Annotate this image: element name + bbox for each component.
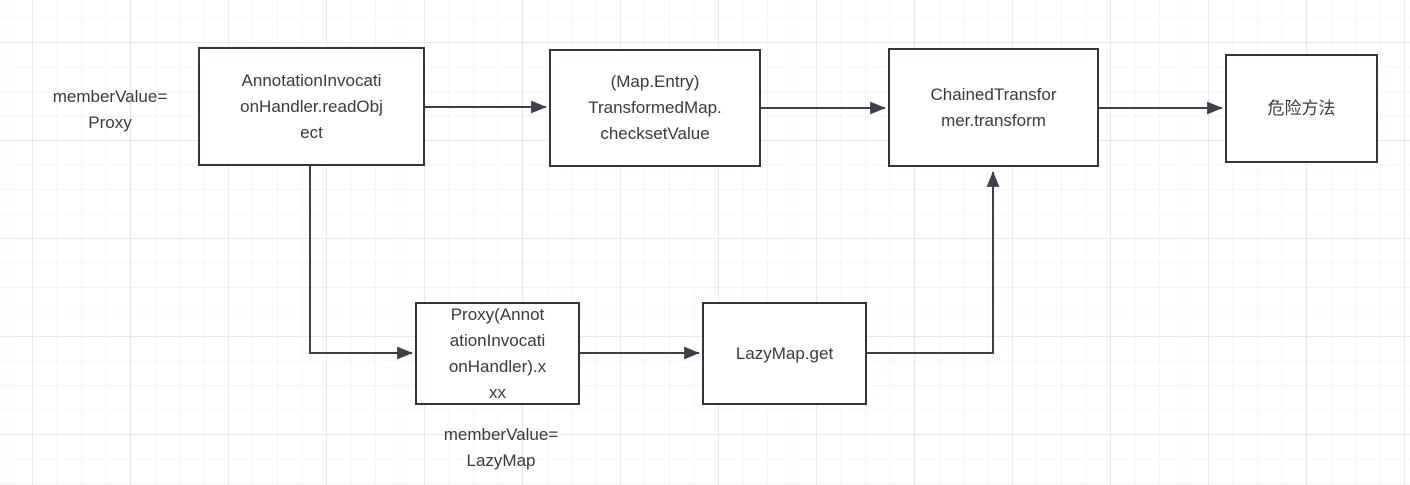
edge-readobject-to-proxy <box>309 166 413 360</box>
node-transformedmap-checksetvalue[interactable]: (Map.Entry) TransformedMap. checksetValu… <box>549 49 761 167</box>
label-membervalue-proxy: memberValue= Proxy <box>52 87 168 132</box>
node-proxy-annotationinvocationhandler-xxx[interactable]: Proxy(Annot ationInvocati onHandler).x x… <box>415 302 580 405</box>
node-chainedtransformer-transform[interactable]: ChainedTransfor mer.transform <box>888 48 1099 167</box>
edge-lazymap-to-transform <box>867 171 1000 354</box>
node-annotationinvocationhandler-readobject[interactable]: AnnotationInvocati onHandler.readObj ect <box>198 47 425 166</box>
label-membervalue-lazymap: memberValue= LazyMap <box>443 425 559 470</box>
node-dangerous-method[interactable]: 危险方法 <box>1225 54 1378 163</box>
node-lazymap-get[interactable]: LazyMap.get <box>702 302 867 405</box>
